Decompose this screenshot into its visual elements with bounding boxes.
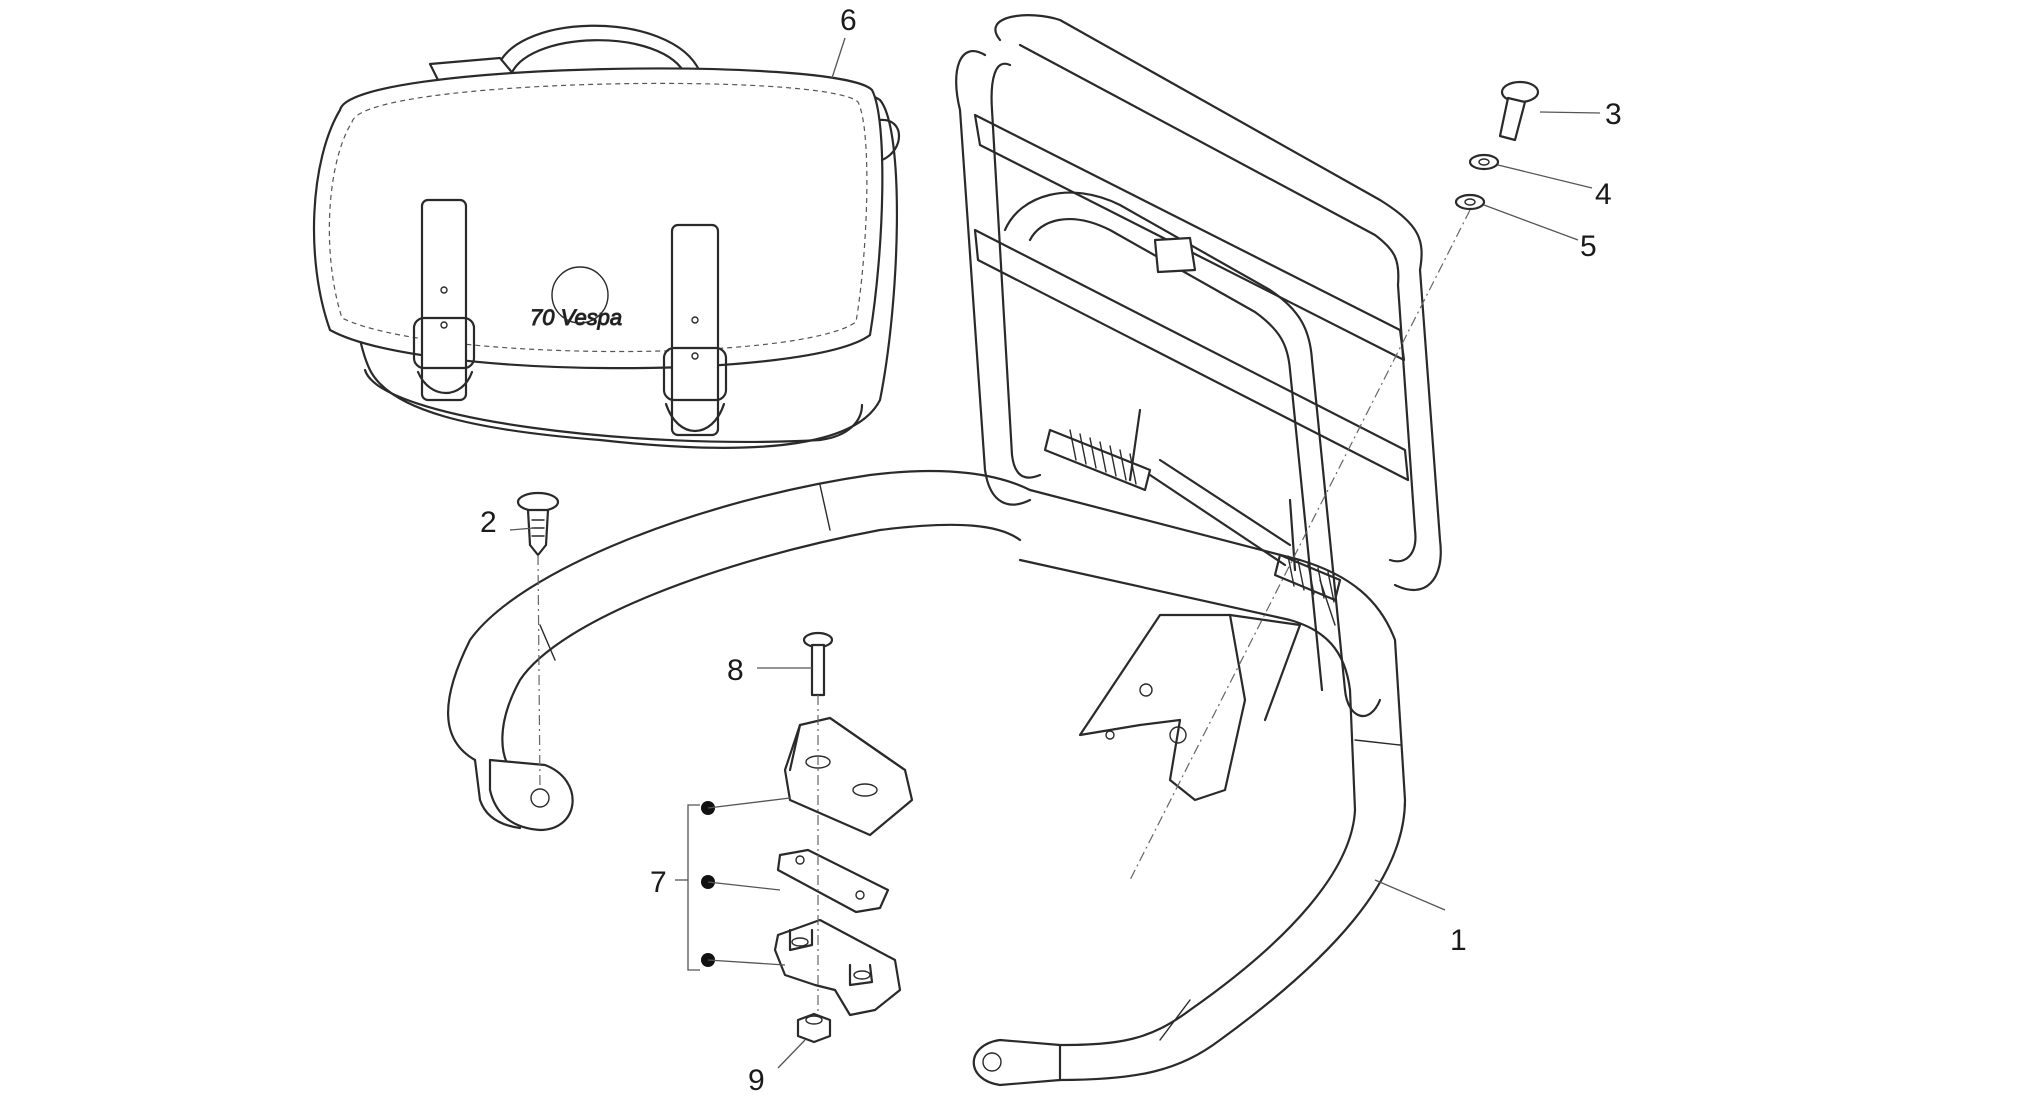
washer-part-4 [1468,153,1500,171]
rear-carrier-rack [447,14,1442,1087]
callout-labels: 1 2 3 4 5 6 7 8 9 [480,4,1622,1097]
callout-1: 1 [1450,924,1467,957]
callout-2: 2 [480,506,497,539]
callout-9: 9 [748,1064,765,1097]
callout-3: 3 [1605,98,1622,131]
spring-right [1273,553,1342,603]
bolt-part-8 [802,631,834,697]
leader-lines [509,37,1601,1069]
saddle-bag: 70 Vespa [312,24,901,449]
callout-4: 4 [1595,178,1612,211]
callout-8: 8 [727,654,744,687]
callout-6: 6 [840,4,857,37]
bag-emblem: 70 Vespa [530,305,622,330]
callout-7: 7 [650,866,667,899]
assembly-axes [537,209,1471,1015]
screw-part-2 [516,491,560,557]
spring-left [1043,428,1152,492]
bolt-part-3 [1498,80,1540,142]
nut-part-9 [796,1012,832,1044]
washer-part-5 [1454,193,1486,211]
callout-5: 5 [1580,230,1597,263]
clamp-kit-part-7 [675,716,914,1017]
